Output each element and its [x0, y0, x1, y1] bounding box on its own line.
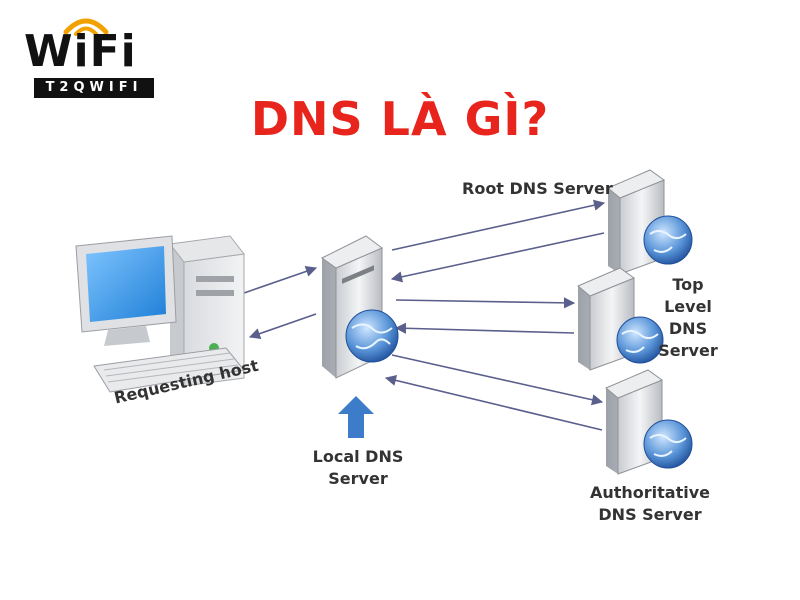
authoritative-dns-label: Authoritative DNS Server — [580, 482, 720, 526]
root-dns-label: Root DNS Server — [462, 179, 613, 198]
tld-dns-server-icon — [577, 267, 664, 371]
logo-wordmark: WiFi — [24, 26, 137, 77]
wifi-signal-icon — [63, 18, 109, 36]
arrows-local-root — [390, 199, 606, 283]
tld-dns-label-line-1: Top — [672, 275, 704, 294]
local-dns-label-line-2: Server — [328, 469, 388, 488]
arrows-host-local — [243, 266, 318, 339]
tld-dns-label-line-3: DNS — [668, 319, 708, 338]
local-dns-pointer-arrow — [338, 396, 374, 438]
authoritative-dns-label-line-1: Authoritative — [589, 483, 711, 502]
local-dns-server-icon — [321, 235, 399, 379]
logo-tagline: T2QWIFI — [34, 78, 154, 98]
t2qwifi-logo: WiFi T2QWIFI — [22, 14, 154, 102]
page-title: DNS LÀ GÌ? — [250, 92, 550, 146]
authoritative-dns-server-icon — [605, 369, 693, 475]
tld-dns-label-line-4: Server — [658, 341, 718, 360]
local-dns-label: Local DNS Server — [306, 446, 410, 490]
local-dns-label-line-1: Local DNS — [312, 447, 404, 466]
tld-dns-label-line-2: Level — [664, 297, 712, 316]
arrows-local-authoritative — [384, 354, 604, 431]
arrows-local-tld — [394, 297, 576, 334]
tld-dns-label: Top Level DNS Server — [648, 274, 728, 362]
requesting-host-computer-icon — [75, 235, 245, 393]
authoritative-dns-label-line-2: DNS Server — [598, 505, 702, 524]
root-dns-server-icon — [607, 169, 693, 275]
